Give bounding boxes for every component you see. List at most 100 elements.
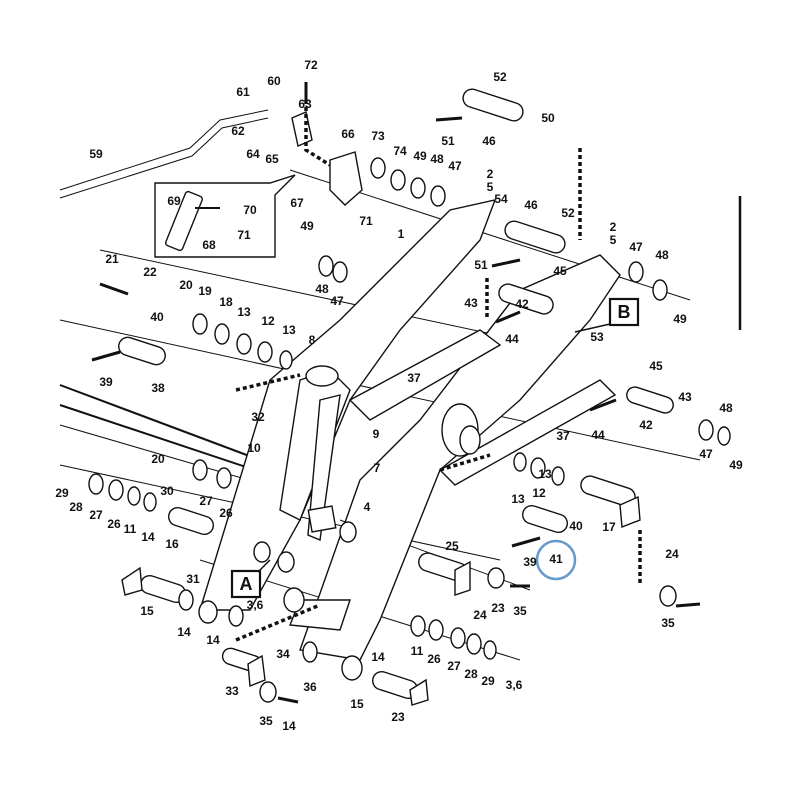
part-label: 41 — [549, 552, 563, 566]
part-label: 64 — [246, 147, 260, 161]
part-label: 24 — [665, 547, 679, 561]
part-label: 13 — [538, 467, 552, 481]
part-label: 59 — [89, 147, 103, 161]
part-label: 60 — [267, 74, 281, 88]
part-label: 26 — [427, 652, 441, 666]
part-label: 8 — [309, 333, 316, 347]
part-label: 5 — [487, 180, 494, 194]
part-label: 7 — [374, 461, 381, 475]
part-label: 26 — [219, 506, 233, 520]
part-label: 27 — [89, 508, 103, 522]
part-label: 33 — [225, 684, 239, 698]
part-label: 28 — [464, 667, 478, 681]
part-label: 35 — [661, 616, 675, 630]
part-label: 23 — [391, 710, 405, 724]
lift-cylinder — [279, 365, 351, 541]
part-label: 50 — [541, 111, 555, 125]
part-label: 47 — [330, 294, 344, 308]
part-label: 13 — [282, 323, 296, 337]
part-label: 13 — [237, 305, 251, 319]
part-label: 15 — [350, 697, 364, 711]
part-label: 74 — [393, 144, 407, 158]
brackets — [121, 111, 641, 706]
part-label: 2 — [610, 220, 617, 234]
part-label: 36 — [303, 680, 317, 694]
part-label: 20 — [151, 452, 165, 466]
part-label: 9 — [373, 427, 380, 441]
part-label: 10 — [247, 441, 261, 455]
part-label: 47 — [448, 159, 462, 173]
part-label: 35 — [259, 714, 273, 728]
part-label: 48 — [430, 152, 444, 166]
part-label: 19 — [198, 284, 212, 298]
part-label: 34 — [276, 647, 290, 661]
part-label: 71 — [359, 214, 373, 228]
part-label: 40 — [150, 310, 164, 324]
part-label: 28 — [69, 500, 83, 514]
inset-detail — [154, 174, 296, 258]
part-label: 16 — [165, 537, 179, 551]
callout-b: B — [574, 297, 640, 333]
inset-part-label: 71 — [237, 228, 251, 242]
part-label: 48 — [315, 282, 329, 296]
part-label: 51 — [441, 134, 455, 148]
part-label: 35 — [513, 604, 527, 618]
part-label: 13 — [511, 492, 525, 506]
inset-part-label: 69 — [167, 194, 181, 208]
part-label: 27 — [199, 494, 213, 508]
part-label: 39 — [523, 555, 537, 569]
part-label: 72 — [304, 58, 318, 72]
part-label: 40 — [569, 519, 583, 533]
part-label: 44 — [505, 332, 519, 346]
part-label: 29 — [481, 674, 495, 688]
part-label: 20 — [179, 278, 193, 292]
part-label: 25 — [445, 539, 459, 553]
part-label: 3,6 — [247, 598, 264, 612]
part-label: 3,6 — [506, 678, 523, 692]
part-label: 1 — [398, 227, 405, 241]
part-label: 29 — [55, 486, 69, 500]
part-label: 42 — [639, 418, 653, 432]
part-label: 49 — [673, 312, 687, 326]
callout-a: A — [230, 559, 271, 599]
part-label: 12 — [532, 486, 546, 500]
part-label: 62 — [231, 124, 245, 138]
part-label: 45 — [553, 264, 567, 278]
part-label: 12 — [261, 314, 275, 328]
callout-b-label: B — [618, 302, 631, 322]
part-label: 14 — [371, 650, 385, 664]
part-label: 53 — [590, 330, 604, 344]
part-label: 49 — [300, 219, 314, 233]
part-label: 11 — [124, 522, 137, 536]
part-label: 63 — [298, 97, 312, 111]
part-label: 48 — [719, 401, 733, 415]
part-label: 52 — [561, 206, 575, 220]
part-label: 31 — [186, 572, 200, 586]
washers — [88, 157, 731, 703]
part-label: 14 — [141, 530, 155, 544]
part-label: 48 — [655, 248, 669, 262]
bolts — [91, 82, 701, 704]
part-label: 67 — [290, 196, 304, 210]
part-label: 23 — [491, 601, 505, 615]
part-label: 46 — [482, 134, 496, 148]
part-label: 44 — [591, 428, 605, 442]
part-label: 65 — [265, 152, 279, 166]
part-label: 52 — [493, 70, 507, 84]
part-label: 30 — [160, 484, 174, 498]
highlight-circle — [535, 539, 577, 581]
part-label: 38 — [151, 381, 165, 395]
part-label: 61 — [236, 85, 250, 99]
part-label: 46 — [524, 198, 538, 212]
part-label: 39 — [99, 375, 113, 389]
part-label: 18 — [219, 295, 233, 309]
part-label: 37 — [556, 429, 570, 443]
part-label: 47 — [629, 240, 643, 254]
part-label: 4 — [364, 500, 371, 514]
part-label: 5 — [610, 233, 617, 247]
part-label: 43 — [678, 390, 692, 404]
part-label: 24 — [473, 608, 487, 622]
part-label: 32 — [251, 410, 265, 424]
